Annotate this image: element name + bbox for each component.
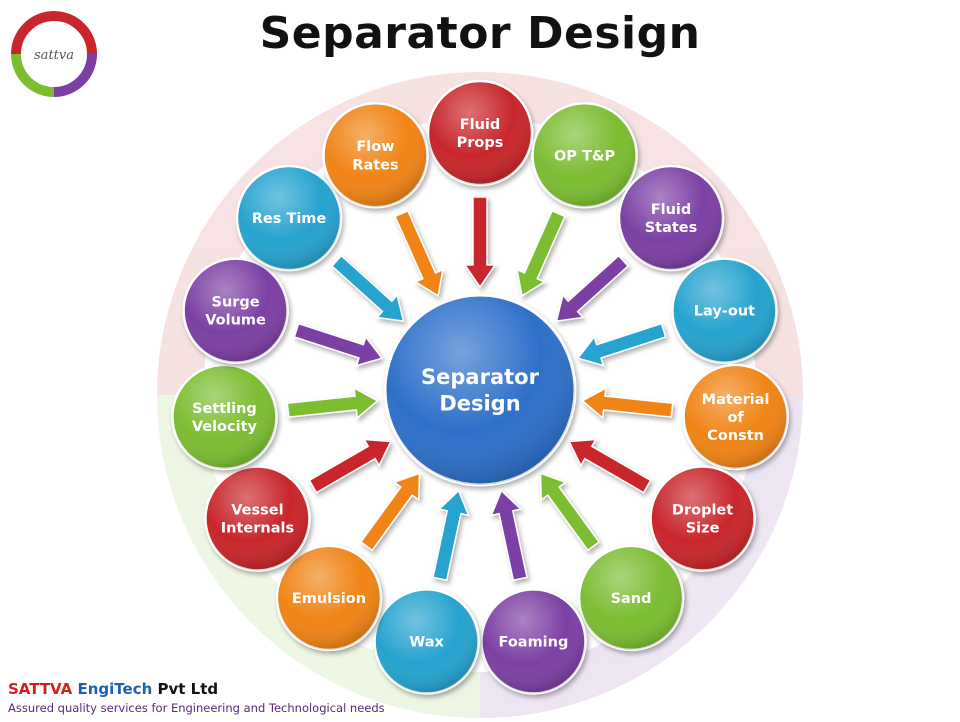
node-foaming: Foaming: [480, 588, 587, 695]
node-sand-label-line: Sand: [611, 591, 652, 607]
node-surge-volume-label-line: Surge: [212, 295, 260, 311]
node-vessel-internals-label-line: Internals: [221, 521, 294, 537]
node-gloss: [650, 466, 755, 571]
logo-text: sattva: [34, 48, 74, 63]
node-op-tandp: OP T&P: [531, 101, 638, 209]
node-res-time: Res Time: [235, 164, 343, 272]
node-gloss: [323, 103, 428, 208]
node-foaming-label-line: Foaming: [499, 634, 569, 650]
company-name-part3: Pvt Ltd: [152, 680, 219, 698]
arrow-op-tandp: [516, 209, 566, 298]
node-surge-volume-label-line: Volume: [205, 313, 266, 329]
arrow-flow-rates: [394, 209, 444, 298]
node-fluid-states-label-line: Fluid: [651, 202, 692, 218]
arrow-material-of-constn: [581, 386, 674, 420]
node-gloss: [481, 589, 586, 694]
node-wax: Wax: [373, 588, 480, 695]
node-settling-velocity-label-line: Velocity: [192, 419, 258, 435]
arrow-fluid-states: [555, 254, 630, 322]
company-name-part1: SATTVA: [8, 680, 78, 698]
node-gloss: [532, 103, 637, 208]
node-vessel-internals-label-line: Vessel: [231, 503, 283, 519]
footer-tagline: Assured quality services for Engineering…: [8, 701, 385, 715]
node-gloss: [237, 166, 342, 271]
node-sand: Sand: [577, 544, 685, 652]
arrow-foaming: [490, 489, 528, 582]
node-gloss: [374, 589, 479, 694]
node-settling-velocity-label-line: Settling: [192, 401, 257, 417]
node-lay-out-label-line: Lay-out: [694, 304, 755, 320]
node-fluid-props-label-line: Props: [457, 135, 504, 151]
node-fluid-props-label-line: Fluid: [460, 117, 501, 133]
arrow-sand: [539, 472, 601, 552]
arrow-emulsion: [359, 472, 421, 552]
node-gloss: [618, 166, 723, 271]
center-gloss: [385, 295, 575, 485]
node-gloss: [579, 545, 684, 650]
center-label-line: Separator: [421, 365, 540, 389]
company-name-part2: EngiTech: [77, 680, 153, 698]
node-droplet-size-label-line: Droplet: [672, 503, 733, 519]
node-gloss: [205, 466, 310, 571]
arrow-fluid-props: [463, 196, 497, 289]
arrows-layer: [286, 196, 674, 582]
node-gloss: [428, 81, 532, 185]
node-material-of-constn-label-line: of: [727, 410, 744, 426]
node-gloss: [672, 258, 777, 363]
arrow-surge-volume: [293, 322, 384, 367]
page-title: Separator Design: [259, 8, 701, 59]
arrow-wax: [432, 489, 470, 582]
node-emulsion-label-line: Emulsion: [292, 591, 366, 607]
node-droplet-size-label-line: Size: [686, 521, 720, 537]
node-lay-out: Lay-out: [671, 257, 778, 364]
arrow-lay-out: [576, 322, 667, 367]
arrow-droplet-size: [568, 438, 652, 494]
node-gloss: [683, 364, 788, 469]
node-op-tandp-label-line: OP T&P: [554, 148, 616, 164]
arrow-res-time: [330, 254, 405, 322]
node-flow-rates-label-line: Rates: [352, 157, 398, 173]
node-gloss: [172, 364, 277, 469]
node-gloss: [276, 545, 381, 650]
arrow-vessel-internals: [308, 438, 392, 494]
node-emulsion: Emulsion: [275, 544, 383, 652]
center-label-line: Design: [439, 391, 520, 415]
arrow-settling-velocity: [286, 386, 379, 420]
node-gloss: [183, 258, 288, 363]
node-flow-rates-label-line: Flow: [356, 139, 394, 155]
node-material-of-constn-label-line: Constn: [707, 428, 764, 444]
node-res-time-label-line: Res Time: [252, 211, 327, 227]
sattva-logo: sattva: [11, 11, 97, 97]
node-fluid-states-label-line: States: [645, 220, 698, 236]
node-material-of-constn-label-line: Material: [702, 392, 770, 408]
node-wax-label-line: Wax: [409, 634, 444, 650]
footer-company: SATTVA EngiTech Pvt Ltd: [8, 680, 218, 698]
